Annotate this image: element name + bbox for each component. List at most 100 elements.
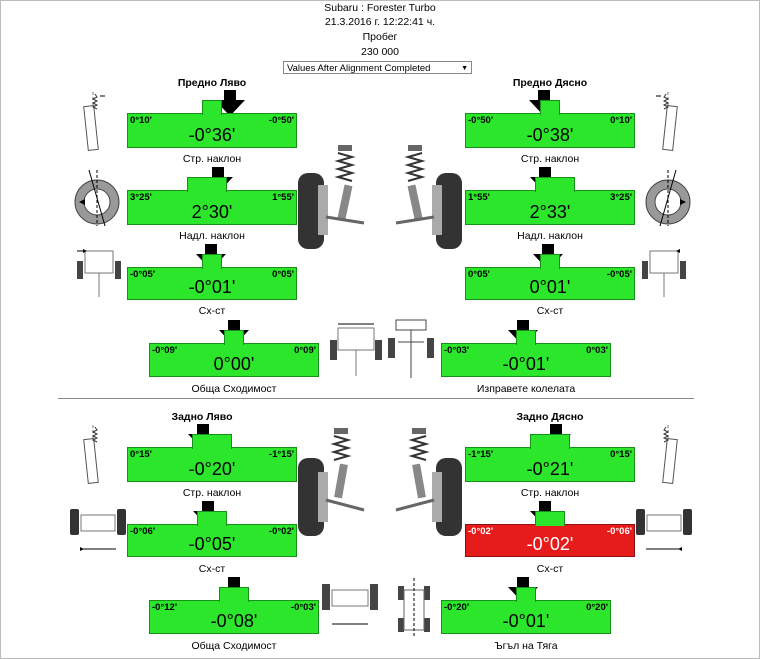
measured-value: -0°36' — [188, 125, 236, 145]
steering-diagram-icon — [388, 319, 434, 378]
steering-wheel-label: Изправете колелата — [476, 383, 576, 395]
toe-diagram-icon — [70, 509, 126, 551]
range-min: 0°15' — [130, 449, 152, 460]
section-divider — [58, 398, 694, 399]
rear-total-toe-label: Обща Сходимост — [191, 640, 277, 652]
rear-total-toe-gauge: -0°12' -0°03' -0°08' — [149, 587, 319, 634]
vehicle-name: Subaru : Forester Turbo — [324, 2, 436, 14]
toe-diagram-icon — [636, 509, 692, 551]
report-datetime: 21.3.2016 г. 12:22:41 ч. — [324, 16, 436, 28]
thrust-diagram-icon — [398, 578, 430, 638]
measured-value: -0°01' — [502, 354, 550, 374]
front-right-caster-label: Надл. наклон — [517, 230, 583, 242]
arrow-down-icon — [215, 90, 245, 116]
front-right-camber-gauge: -0°50' 0°10' -0°38' — [465, 100, 635, 148]
range-max: 0°05' — [272, 269, 294, 280]
range-min: -0°06' — [130, 526, 156, 537]
range-max: 0°20' — [586, 602, 608, 613]
measured-value: -0°01' — [502, 611, 550, 631]
range-max: 3°25' — [610, 192, 632, 203]
rear-right-toe-label: Сх-ст — [536, 563, 564, 575]
range-min: -1°15' — [468, 449, 494, 460]
rear-left-toe-gauge: -0°06' -0°02' -0°05' — [127, 511, 297, 557]
rear-right-suspension-icon — [395, 428, 462, 536]
front-left-camber-gauge: 0°10' -0°50' -0°36' — [127, 100, 297, 148]
front-total-toe-gauge: -0°09' 0°09' 0°00' — [149, 330, 319, 377]
rear-left-toe-label: Сх-ст — [198, 563, 226, 575]
rear-right-title: Задно Дясно — [516, 411, 584, 423]
front-total-toe-label: Обща Сходимост — [191, 383, 277, 395]
range-max: -1°15' — [268, 449, 294, 460]
range-max: -0°05' — [606, 269, 632, 280]
range-max: -0°06' — [606, 526, 632, 537]
front-right-toe-label: Сх-ст — [536, 305, 564, 317]
front-left-suspension-icon — [298, 145, 365, 249]
measured-value: -0°38' — [526, 125, 574, 145]
rear-left-camber-label: Стр. наклон — [182, 487, 242, 499]
range-min: 3°25' — [130, 192, 152, 203]
range-min: 1°55' — [468, 192, 490, 203]
front-right-title: Предно Дясно — [512, 77, 588, 89]
range-max: 1°55' — [272, 192, 294, 203]
range-min: -0°09' — [152, 345, 178, 356]
measured-value: -0°02' — [526, 534, 574, 554]
rear-left-suspension-icon — [298, 428, 365, 536]
range-max: -0°02' — [268, 526, 294, 537]
range-min: -0°03' — [444, 345, 470, 356]
camber-diagram-icon — [656, 92, 678, 151]
range-max: 0°10' — [610, 115, 632, 126]
rear-right-toe-gauge: -0°02' -0°06' -0°02' — [465, 511, 635, 557]
measured-value: -0°08' — [210, 611, 258, 631]
chevron-down-icon: ▼ — [461, 65, 468, 72]
front-right-suspension-icon — [395, 145, 462, 249]
range-max: 0°03' — [586, 345, 608, 356]
camber-diagram-icon — [83, 425, 99, 484]
rear-right-camber-gauge: -1°15' 0°15' -0°21' — [465, 434, 635, 482]
range-min: -0°20' — [444, 602, 470, 613]
range-max: 0°15' — [610, 449, 632, 460]
camber-diagram-icon — [662, 425, 678, 484]
rear-left-title: Задно Ляво — [171, 411, 233, 423]
range-max: 0°09' — [294, 345, 316, 356]
front-right-toe-gauge: 0°05' -0°05' 0°01' — [465, 254, 635, 300]
rear-right-camber-label: Стр. наклон — [520, 487, 580, 499]
mileage-label: Пробег — [362, 31, 398, 43]
front-left-camber-label: Стр. наклон — [182, 153, 242, 165]
range-min: -0°02' — [468, 526, 494, 537]
range-min: -0°05' — [130, 269, 156, 280]
values-view-select-value: Values After Alignment Completed — [287, 63, 431, 74]
front-left-caster-gauge: 3°25' 1°55' 2°30' — [127, 177, 297, 225]
caster-diagram-icon — [74, 169, 120, 227]
front-right-camber-label: Стр. наклон — [520, 153, 580, 165]
range-min: 0°05' — [468, 269, 490, 280]
values-view-select[interactable]: Values After Alignment Completed ▼ — [283, 61, 472, 74]
range-min: 0°10' — [130, 115, 152, 126]
measured-value: -0°05' — [188, 534, 236, 554]
measured-value: -0°20' — [188, 459, 236, 479]
rear-left-camber-gauge: 0°15' -1°15' -0°20' — [127, 434, 297, 482]
measured-value: 2°30' — [191, 202, 233, 222]
total-toe-diagram-icon — [330, 323, 382, 376]
measured-value: 2°33' — [529, 202, 571, 222]
toe-diagram-icon — [642, 249, 686, 297]
measured-value: 0°01' — [529, 277, 571, 297]
range-max: -0°03' — [290, 602, 316, 613]
range-min: -0°50' — [468, 115, 494, 126]
range-min: -0°12' — [152, 602, 178, 613]
front-left-toe-gauge: -0°05' 0°05' -0°01' — [127, 254, 297, 300]
mileage-value: 230 000 — [361, 46, 399, 58]
measured-value: 0°00' — [213, 354, 255, 374]
total-toe-diagram-icon — [322, 584, 378, 625]
front-right-caster-gauge: 1°55' 3°25' 2°33' — [465, 177, 635, 225]
front-left-title: Предно Ляво — [177, 77, 247, 89]
toe-diagram-icon — [77, 249, 121, 297]
range-max: -0°50' — [268, 115, 294, 126]
camber-diagram-icon — [83, 92, 105, 151]
measured-value: -0°01' — [188, 277, 236, 297]
front-left-caster-label: Надл. наклон — [179, 230, 245, 242]
thrust-angle-gauge: -0°20' 0°20' -0°01' — [441, 587, 611, 634]
front-left-toe-label: Сх-ст — [198, 305, 226, 317]
thrust-angle-label: Ъгъл на Тяга — [494, 640, 558, 652]
measured-value: -0°21' — [526, 459, 574, 479]
caster-diagram-icon — [645, 169, 691, 227]
